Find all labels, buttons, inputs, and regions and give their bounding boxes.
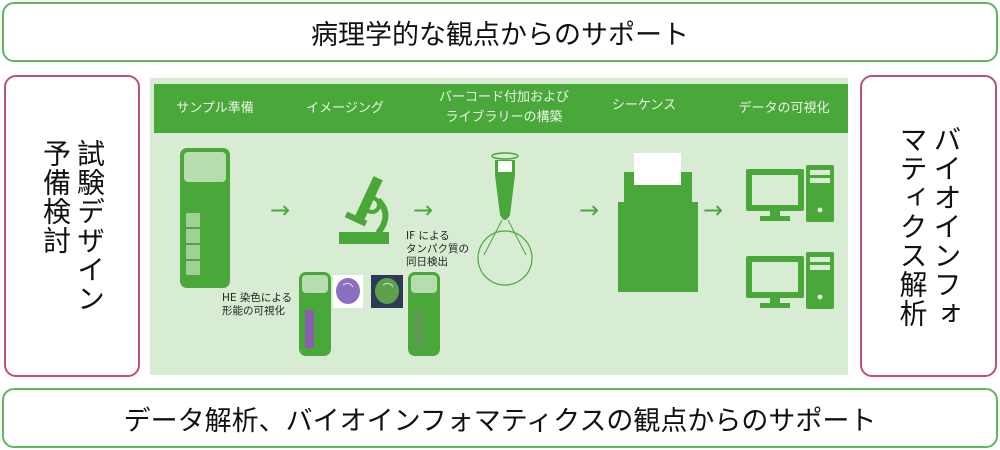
pathology-support-banner: 病理学的な観点からのサポート bbox=[2, 2, 998, 62]
barcode-line2: ライブラリーの構築 bbox=[445, 110, 563, 125]
if-line2: タンパク質の bbox=[406, 243, 469, 255]
eppendorf-tube-icon bbox=[477, 152, 533, 286]
he-staining-label: HE 染色による形能の可視化 bbox=[222, 292, 292, 318]
if-slide-tube-icon bbox=[408, 272, 440, 356]
line1: 試験デザイン bbox=[73, 139, 106, 313]
step-visualization: データの可視化 bbox=[738, 101, 830, 116]
if-line3: 同日検出 bbox=[406, 256, 448, 268]
workflow-header: サンプル準備 イメージング バーコード付加およびライブラリーの構築 シーケンス … bbox=[154, 84, 848, 133]
step-sequencing: シーケンス bbox=[611, 98, 677, 113]
microscope-icon bbox=[339, 176, 389, 244]
if-detection-label: IF によるタンパク質の同日検出 bbox=[406, 230, 469, 269]
he-line1: HE 染色による bbox=[222, 292, 293, 304]
he-tissue-image bbox=[333, 275, 363, 308]
bioinformatics-text: バイオインフォマティクス解析 bbox=[895, 125, 963, 328]
banner-text: データ解析、バイオインフォマティクスの観点からのサポート bbox=[123, 405, 877, 437]
he-slide-tube-icon bbox=[299, 272, 331, 356]
line1: バイオインフォ bbox=[929, 124, 963, 328]
computer-icon bbox=[746, 165, 834, 222]
line2: マティクス解析 bbox=[895, 124, 929, 328]
arrow-icon: → bbox=[579, 196, 600, 224]
line2: 予備検討 bbox=[39, 139, 72, 255]
step-sample-prep: サンプル準備 bbox=[176, 101, 254, 116]
sample-tube-icon bbox=[180, 148, 230, 288]
banner-text: 病理学的な観点からのサポート bbox=[311, 19, 689, 51]
sequencer-icon bbox=[618, 153, 698, 292]
data-analysis-support-banner: データ解析、バイオインフォマティクスの観点からのサポート bbox=[2, 388, 998, 448]
step-imaging: イメージング bbox=[306, 101, 384, 116]
barcode-line1: バーコード付加および bbox=[438, 90, 569, 105]
if-line1: IF による bbox=[406, 230, 450, 242]
study-design-box: 試験デザイン予備検討 bbox=[4, 75, 140, 377]
arrow-icon: → bbox=[270, 196, 291, 224]
he-line2: 形能の可視化 bbox=[222, 305, 285, 317]
if-tissue-image bbox=[371, 275, 403, 308]
computer-icon bbox=[746, 252, 834, 309]
arrow-icon: → bbox=[413, 196, 434, 224]
arrow-icon: → bbox=[703, 196, 724, 224]
bioinformatics-box: バイオインフォマティクス解析 bbox=[860, 75, 997, 377]
step-barcode: バーコード付加およびライブラリーの構築 bbox=[424, 88, 584, 128]
study-design-text: 試験デザイン予備検討 bbox=[38, 139, 106, 313]
